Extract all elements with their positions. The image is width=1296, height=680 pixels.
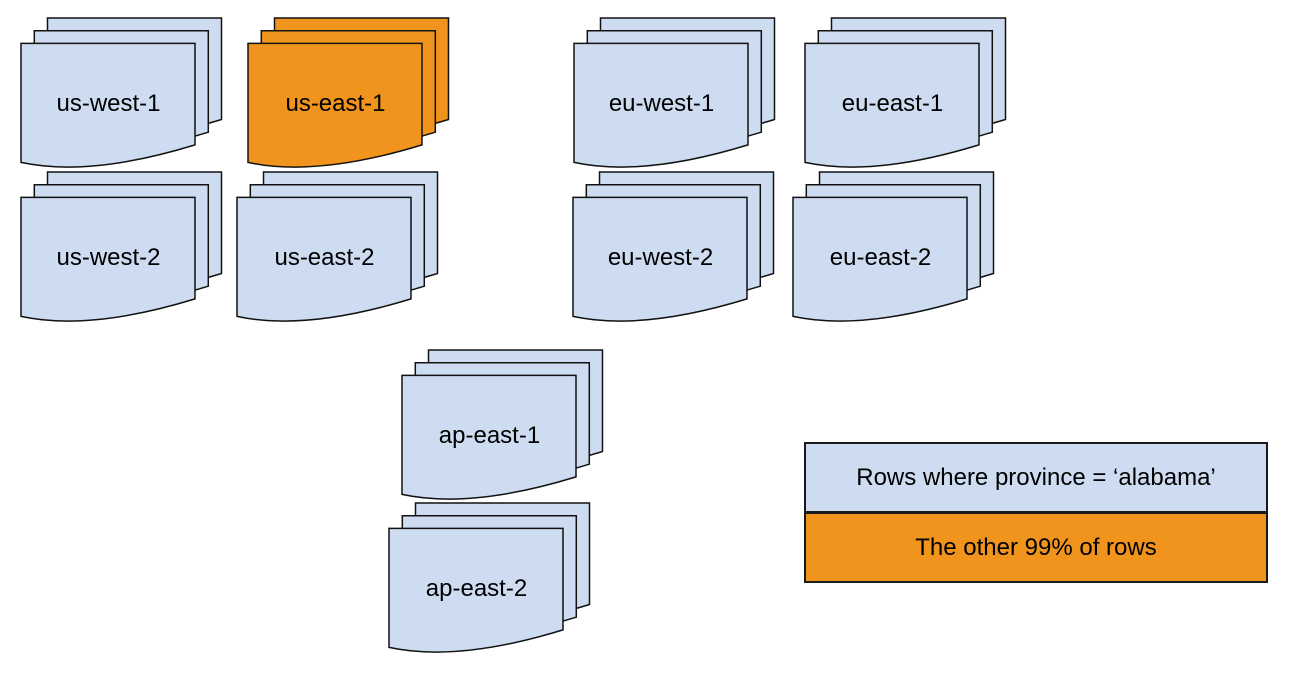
legend-row-other-rows: The other 99% of rows	[806, 511, 1266, 581]
region-label: ap-east-1	[438, 422, 541, 449]
documents-icon	[20, 17, 223, 168]
documents-icon	[572, 171, 775, 322]
doc-stack-us-east-1: us-east-1	[247, 17, 450, 171]
doc-stack-us-west-2: us-west-2	[20, 171, 223, 325]
documents-icon	[401, 349, 604, 500]
doc-stack-eu-east-2: eu-east-2	[792, 171, 995, 325]
documents-icon	[247, 17, 450, 168]
documents-icon	[573, 17, 776, 168]
region-label: ap-east-2	[425, 575, 528, 602]
legend: Rows where province = ‘alabama’ The othe…	[804, 442, 1268, 583]
doc-stack-eu-west-1: eu-west-1	[573, 17, 776, 171]
doc-stack-eu-west-2: eu-west-2	[572, 171, 775, 325]
region-label: us-east-2	[274, 244, 375, 271]
region-label: eu-west-2	[607, 244, 714, 271]
doc-stack-ap-east-2: ap-east-2	[388, 502, 591, 656]
region-label: us-west-2	[56, 244, 161, 271]
doc-stack-us-west-1: us-west-1	[20, 17, 223, 171]
doc-stack-eu-east-1: eu-east-1	[804, 17, 1007, 171]
region-label: eu-east-1	[841, 90, 944, 117]
documents-icon	[236, 171, 439, 322]
legend-row-alabama: Rows where province = ‘alabama’	[806, 444, 1266, 511]
region-label: us-east-1	[285, 90, 386, 117]
doc-stack-us-east-2: us-east-2	[236, 171, 439, 325]
legend-label: The other 99% of rows	[915, 533, 1157, 561]
documents-icon	[792, 171, 995, 322]
documents-icon	[804, 17, 1007, 168]
documents-icon	[20, 171, 223, 322]
legend-label: Rows where province = ‘alabama’	[856, 463, 1216, 491]
region-label: eu-west-1	[608, 90, 715, 117]
region-label: eu-east-2	[829, 244, 932, 271]
documents-icon	[388, 502, 591, 653]
region-label: us-west-1	[56, 90, 161, 117]
doc-stack-ap-east-1: ap-east-1	[401, 349, 604, 503]
